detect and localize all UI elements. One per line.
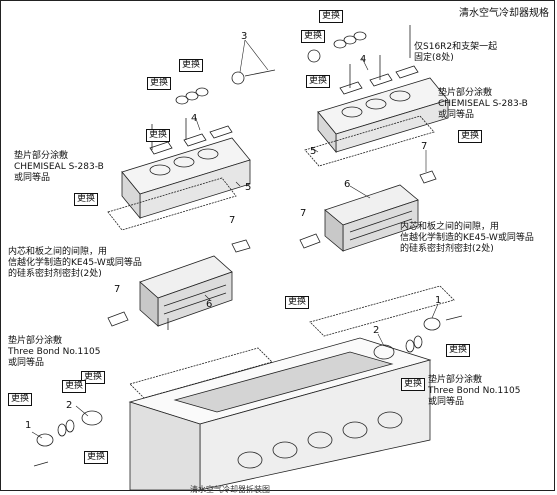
replace-badge: 更换 <box>62 380 87 393</box>
part-number: 5 <box>310 146 317 157</box>
part-number: 7 <box>114 284 121 295</box>
bottom-left-inlet <box>33 410 103 467</box>
part-number: 1 <box>435 295 442 306</box>
replace-badge: 更换 <box>84 451 109 464</box>
leader-lines <box>31 39 439 439</box>
left-cooler-core <box>107 239 251 330</box>
right-cooler-core <box>299 170 437 252</box>
part-number: 7 <box>229 215 236 226</box>
part-number: 5 <box>245 182 252 193</box>
part-number: 2 <box>373 325 380 336</box>
replace-badge: 更换 <box>301 30 326 43</box>
replace-badge: 更换 <box>147 77 172 90</box>
engine-block <box>128 285 455 491</box>
part-number: 7 <box>300 208 307 219</box>
part-number: 4 <box>360 54 367 65</box>
replace-badge: 更换 <box>179 59 204 72</box>
upper-right-cover-assembly <box>304 25 449 167</box>
part-number: 6 <box>206 299 213 310</box>
replace-badge: 更换 <box>285 296 310 309</box>
figure-caption: 清水空气冷却器拆装图 <box>190 485 270 494</box>
replace-badge: 更换 <box>146 129 171 142</box>
part-number: 7 <box>421 141 428 152</box>
replace-badge: 更换 <box>446 344 471 357</box>
replace-badge: 更换 <box>401 378 426 391</box>
replace-badge: 更换 <box>319 10 344 23</box>
replace-badge: 更换 <box>74 193 99 206</box>
part-number: 2 <box>66 400 73 411</box>
part-number: 1 <box>25 420 32 431</box>
part-number: 6 <box>344 179 351 190</box>
part-number: 3 <box>241 31 248 42</box>
replace-badge: 更换 <box>8 393 33 406</box>
part-number: 4 <box>191 113 198 124</box>
diagram-title: 清水空气冷却器规格 <box>459 8 549 19</box>
replace-badge: 更换 <box>81 371 106 384</box>
gap-seal-note-left: 内芯和板之间的间隙，用信越化学制造的KE45-W或同等品的硅系密封剂密封(2处) <box>8 247 142 279</box>
upper-left-cover-assembly <box>107 69 276 231</box>
replace-badge: 更换 <box>458 130 483 143</box>
replace-badge: 更换 <box>306 75 331 88</box>
gap-seal-note-right: 内芯和板之间的间隙，用信越化学制造的KE45-W或同等品的硅系密封剂密封(2处) <box>400 222 534 254</box>
fix-note: 仅S16R2和支架一起固定(8处) <box>414 42 498 63</box>
